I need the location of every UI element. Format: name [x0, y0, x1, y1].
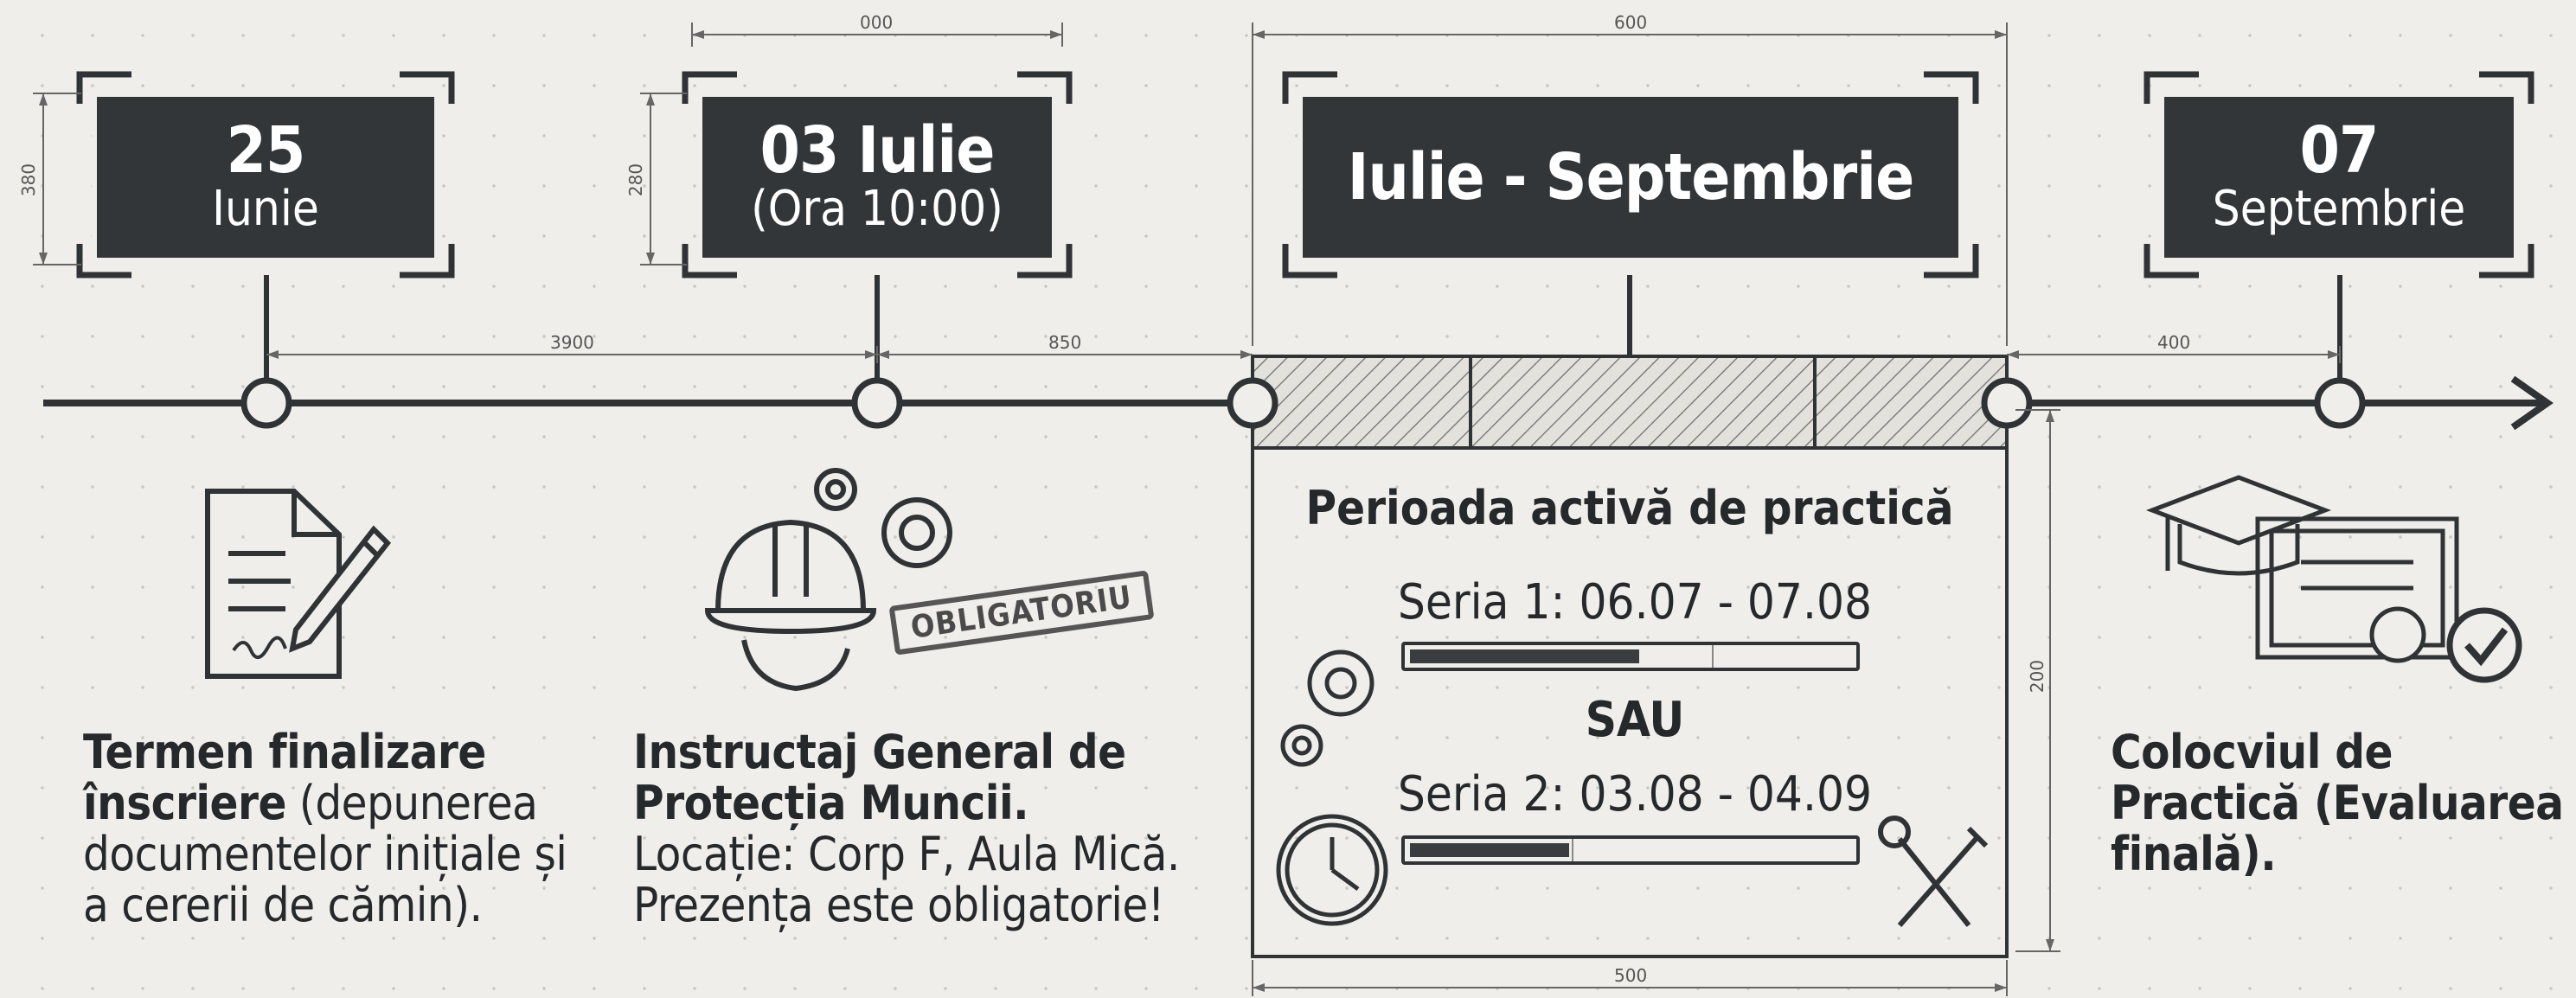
series-2-progress-fill: [1410, 843, 1569, 857]
series-1-progress: [1401, 642, 1860, 671]
description-2-rest: Locație: Corp F, Aula Mică. Prezența est…: [633, 827, 1180, 932]
helmet-gears-icon: [704, 468, 952, 692]
dim-label-400: 400: [2157, 332, 2191, 353]
wrench-screwdriver-icon: [1878, 816, 1989, 927]
practice-title: Perioada activă de practică: [1305, 481, 1954, 535]
date-box-1: 25 Iunie: [97, 97, 434, 258]
date-box-2: 03 Iulie (Ora 10:00): [702, 97, 1052, 258]
dim-label-850: 850: [1048, 332, 1082, 353]
series-1-progress-fill: [1410, 649, 1639, 663]
date-box-2-big: 03 Iulie: [759, 113, 996, 188]
practice-band: [1251, 355, 2009, 450]
series-1-label: Seria 1: 06.07 - 07.08: [1397, 574, 1873, 630]
node-5: [2314, 377, 2366, 429]
dim-label-600: 600: [1614, 12, 1648, 33]
or-label: SAU: [1585, 692, 1685, 748]
node-4: [1981, 377, 2033, 429]
description-2-bold: Instructaj General de Protecția Muncii.: [633, 725, 1126, 830]
node-2: [851, 377, 903, 429]
date-box-3-big: Iulie - Septembrie: [1347, 140, 1915, 214]
graduation-diploma-icon: [2145, 475, 2522, 683]
description-1-rest: (depunerea documentelor inițiale și a ce…: [83, 776, 567, 932]
document-pen-icon: [205, 489, 392, 679]
description-1: Termen finalizare înscriere (depunerea d…: [83, 726, 567, 931]
gears-icon: [1280, 649, 1375, 767]
date-box-3: Iulie - Septembrie: [1303, 97, 1958, 258]
dim-label-500: 500: [1614, 965, 1648, 986]
description-4: Colocviul de Practică (Evaluarea finală)…: [2111, 725, 2564, 881]
dim-label-000: 000: [860, 12, 894, 33]
practice-panel: [1251, 446, 2009, 958]
dim-label-280: 280: [625, 163, 647, 197]
date-box-4-big: 07: [2299, 113, 2380, 188]
date-box-1-small: Iunie: [212, 181, 319, 237]
date-box-2-small: (Ora 10:00): [751, 181, 1003, 237]
dim-label-200: 200: [2027, 659, 2048, 694]
date-box-4-small: Septembrie: [2212, 181, 2466, 237]
clock-icon: [1276, 814, 1388, 926]
date-box-4: 07 Septembrie: [2164, 97, 2514, 258]
timeline-arrow-icon: [2510, 375, 2554, 431]
node-3: [1227, 377, 1278, 429]
description-2: Instructaj General de Protecția Muncii.L…: [633, 726, 1195, 931]
series-2-label: Seria 2: 03.08 - 04.09: [1397, 766, 1873, 822]
date-box-1-big: 25: [226, 113, 306, 188]
description-1-bold: Termen finalizare înscriere: [83, 725, 486, 830]
dim-label-3900: 3900: [550, 332, 594, 353]
dim-label-380: 380: [18, 163, 40, 197]
series-2-progress: [1401, 835, 1860, 865]
node-1: [240, 377, 292, 429]
